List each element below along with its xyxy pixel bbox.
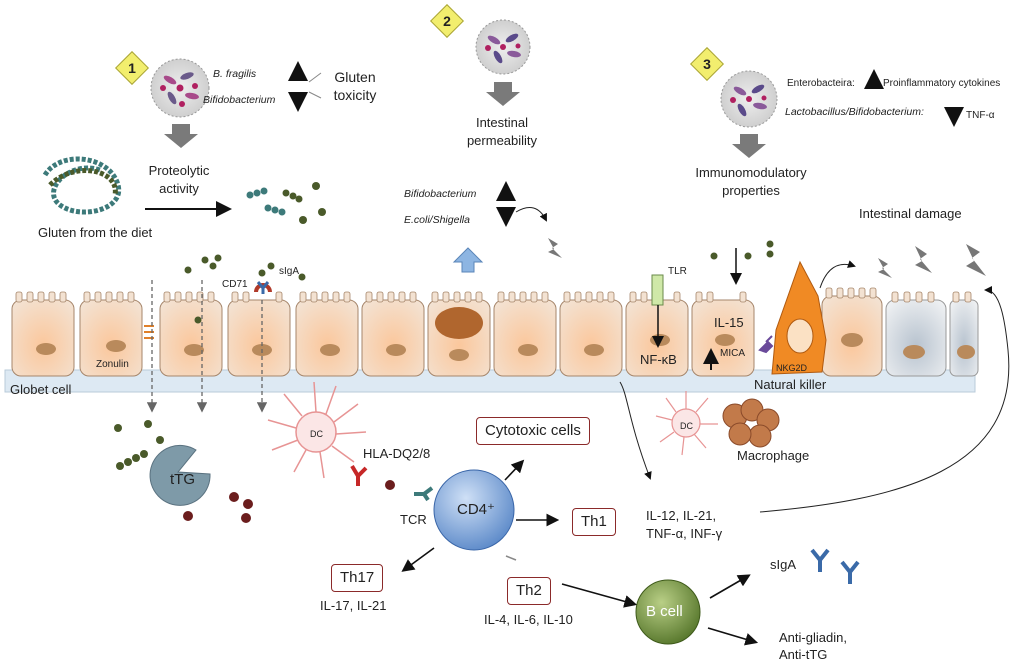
epithelium [11,295,979,377]
step3-taxon-1: Enterobacteira: [787,78,855,89]
siga-top-label: sIgA [279,266,300,277]
th1-cytokines-1: IL-12, IL-21, [646,508,717,523]
permeability-arrow [452,247,484,273]
step3-taxon-2: Lactobacillus/Bifidobacterium: [785,106,924,118]
cytotoxic-cells-box: Cytotoxic cells [476,417,590,445]
immune-arrows [401,459,759,646]
ttg-label: tTG [170,471,195,488]
hla-molecule [350,464,368,486]
bacteria-cluster-2 [475,19,531,75]
macrophage-label: Macrophage [737,448,810,463]
tlr-label: TLR [668,266,687,277]
mica-label: MICA [720,348,745,359]
th17-cytokines: IL-17, IL-21 [320,598,387,613]
goblet-cell-label: Globet cell [10,382,72,397]
mica-nkg2d-link [758,335,774,354]
epithelial-cell [295,299,359,377]
gluten-chain [42,156,122,215]
siga-bottom-label: sIgA [770,557,797,572]
b-cell-label: B cell [646,603,683,620]
nkg2d-label: NKG2D [776,363,808,373]
b-cell [635,579,701,645]
th2-cytokines: IL-4, IL-6, IL-10 [484,612,573,627]
tlr-receptor [651,274,664,306]
step2-taxon-1: Bifidobacterium [404,188,477,200]
epithelial-cell [559,299,623,377]
th1-box: Th1 [572,508,616,536]
step1-outcome: Proteolytic activity [148,163,210,196]
damaged-cell [821,295,883,377]
epithelial-cell [11,299,75,377]
step3-effect-1: Proinflammatory cytokines [883,78,1001,89]
il15-label: IL-15 [714,315,744,330]
cd4-cell [433,469,515,551]
bacteria-cluster-3 [720,70,778,128]
tcr-receptor [414,486,434,502]
zonulin-label: Zonulin [96,359,129,370]
nfkb-label: NF-κB [640,352,677,367]
microvilli [15,287,972,303]
damaged-cell [885,299,947,377]
cd4-label: CD4⁺ [457,501,495,518]
step1-taxon-2: Bifidobacterium [203,94,276,106]
epithelial-cell [159,299,223,377]
natural-killer-label: Natural killer [754,377,827,392]
step3-arrows [864,69,964,127]
step2-taxon-2: E.coli/Shigella [404,214,470,226]
ttg-enzyme [149,444,211,506]
epithelial-cell [691,299,755,377]
epithelial-cell [493,299,557,377]
step1-effect: Gluten toxicity [333,69,377,103]
th1-cytokines-2: TNF-α, INF-γ [646,526,723,541]
step3-effect-2: TNF-α [966,110,995,121]
damaged-cell [949,299,979,377]
tcr-label: TCR [400,512,427,527]
cd71-receptor [254,281,272,294]
anti-gliadin-label: Anti-gliadin, [779,630,847,645]
grey-arrows [164,82,766,158]
natural-killer-cell [771,260,827,375]
lamina-propria-peptides [114,420,395,523]
dendritic-cell-2 [655,391,718,456]
step3-outcome: Immunomodulatory properties [695,165,807,198]
dc-label: DC [310,429,323,439]
gluten-fragments [246,182,326,224]
transport-arrows [146,280,268,413]
lightning-bolts [548,238,986,278]
intestinal-damage-label: Intestinal damage [859,206,962,221]
th17-box: Th17 [331,564,384,592]
dc2-label: DC [680,421,693,431]
th2-box: Th2 [507,577,551,605]
siga-antibodies [810,548,860,584]
macrophage-cell [722,398,780,448]
step2-outcome: Intestinal permeability [466,115,538,148]
luminal-peptides [184,240,774,281]
step1-arrows [288,61,322,112]
dendritic-cell [267,381,367,479]
cd71-label: CD71 [222,279,248,290]
bacteria-cluster-1 [150,58,210,118]
epithelial-cell [227,299,291,377]
gluten-diet-label: Gluten from the diet [38,225,153,240]
epithelial-cell [361,299,425,377]
hla-label: HLA-DQ2/8 [363,446,431,461]
curved-arrows [515,207,1010,513]
goblet-cell-body [427,299,491,377]
anti-ttg-label: Anti-tTG [779,647,828,662]
step1-taxon-1: B. fragilis [213,68,257,80]
